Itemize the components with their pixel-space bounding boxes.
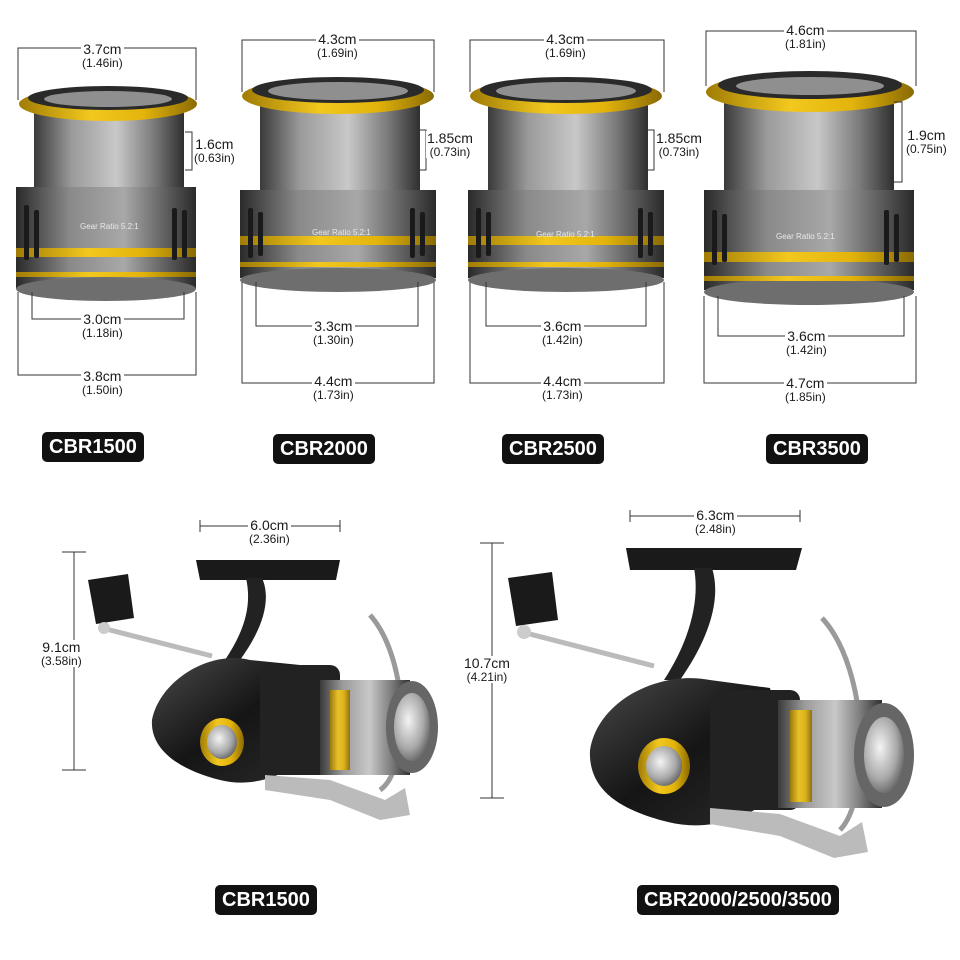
spool-engraving-3: Gear Ratio 5.2:1 bbox=[536, 230, 595, 239]
spool3-inner-diameter: 3.6cm(1.42in) bbox=[541, 318, 584, 347]
spool3-bottom-diameter: 4.4cm(1.73in) bbox=[541, 373, 584, 402]
reel-cbr2000-2500-3500 bbox=[508, 548, 914, 858]
reel2-height: 10.7cm(4.21in) bbox=[463, 655, 511, 684]
spool1-inner-diameter: 3.0cm(1.18in) bbox=[81, 311, 124, 340]
spool2-bottom-diameter: 4.4cm(1.73in) bbox=[312, 373, 355, 402]
reel1-model-badge: CBR1500 bbox=[215, 885, 317, 915]
spool-cbr2000 bbox=[240, 77, 436, 292]
spool4-bottom-diameter: 4.7cm(1.85in) bbox=[784, 375, 827, 404]
spool-cbr2500 bbox=[468, 77, 664, 292]
spool3-model-badge: CBR2500 bbox=[502, 434, 604, 464]
spool2-height: 1.85cm(0.73in) bbox=[426, 130, 474, 159]
spool2-top-diameter: 4.3cm(1.69in) bbox=[316, 31, 359, 60]
spool3-top-diameter: 4.3cm(1.69in) bbox=[544, 31, 587, 60]
spool4-model-badge: CBR3500 bbox=[766, 434, 868, 464]
spool1-bottom-diameter: 3.8cm(1.50in) bbox=[81, 368, 124, 397]
spool-engraving-2: Gear Ratio 5.2:1 bbox=[312, 228, 371, 237]
spool2-model-badge: CBR2000 bbox=[273, 434, 375, 464]
spool4-inner-diameter: 3.6cm(1.42in) bbox=[785, 328, 828, 357]
spool3-height: 1.85cm(0.73in) bbox=[655, 130, 703, 159]
spool1-height: 1.6cm(0.63in) bbox=[193, 136, 236, 165]
spool4-height: 1.9cm(0.75in) bbox=[905, 127, 948, 156]
reel2-model-badge: CBR2000/2500/3500 bbox=[637, 885, 839, 915]
reel1-width: 6.0cm(2.36in) bbox=[248, 517, 291, 546]
spool-engraving-4: Gear Ratio 5.2:1 bbox=[776, 232, 835, 241]
reel1-height: 9.1cm(3.58in) bbox=[40, 639, 83, 668]
spool1-model-badge: CBR1500 bbox=[42, 432, 144, 462]
spool-cbr1500 bbox=[16, 86, 197, 301]
spool-engraving-1: Gear Ratio 5.2:1 bbox=[80, 222, 139, 231]
reel2-width: 6.3cm(2.48in) bbox=[694, 507, 737, 536]
spool1-top-diameter: 3.7cm(1.46in) bbox=[81, 41, 124, 70]
spool4-top-diameter: 4.6cm(1.81in) bbox=[784, 22, 827, 51]
reel-cbr1500 bbox=[88, 560, 438, 820]
spool-cbr3500 bbox=[704, 71, 914, 305]
spool2-inner-diameter: 3.3cm(1.30in) bbox=[312, 318, 355, 347]
